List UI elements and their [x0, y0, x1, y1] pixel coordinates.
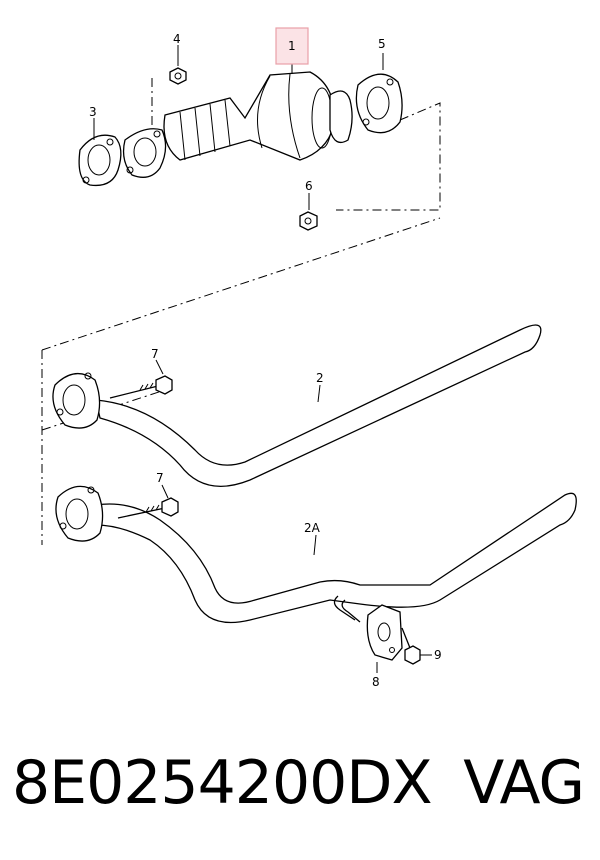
callout-2: 2: [316, 371, 324, 385]
callout-7-upper: 7: [151, 347, 159, 361]
highlight-box: [275, 27, 309, 65]
converter-inlet-flange: [122, 128, 167, 178]
callout-5: 5: [378, 37, 386, 51]
callout-9: 9: [434, 648, 442, 662]
pipe-2-flange: [52, 372, 101, 429]
nut-6: [299, 193, 318, 231]
callout-3: 3: [89, 105, 97, 119]
pipe-2a-flange: [55, 485, 104, 542]
nut-4: [169, 45, 187, 85]
rubber-mount-8: [366, 604, 403, 673]
exhaust-pipe-2: [95, 324, 542, 487]
converter-outlet-flange: [329, 90, 353, 144]
bolt-7-lower: [117, 484, 179, 519]
footer: 8E0254200DX VAG: [0, 748, 600, 838]
callout-4: 4: [173, 32, 181, 46]
assembly-frame-lower: [41, 217, 441, 545]
part-number: 8E0254200DX: [12, 748, 433, 818]
hanger-bracket: [333, 595, 361, 623]
callout-2a: 2A: [304, 521, 321, 535]
brand-name: VAG: [463, 748, 585, 818]
callout-7-lower: 7: [156, 471, 164, 485]
callout-6: 6: [305, 179, 313, 193]
leader-lines-lower: [313, 384, 321, 556]
flange-gasket-5: [355, 73, 403, 134]
flange-gasket-3: [78, 134, 122, 187]
callout-1: 1: [288, 39, 296, 53]
bolt-7-upper: [109, 359, 173, 399]
catalytic-converter: [163, 71, 336, 161]
callout-8: 8: [372, 675, 380, 689]
screw-9: [401, 627, 432, 665]
exhaust-pipe-2a: [95, 492, 577, 624]
